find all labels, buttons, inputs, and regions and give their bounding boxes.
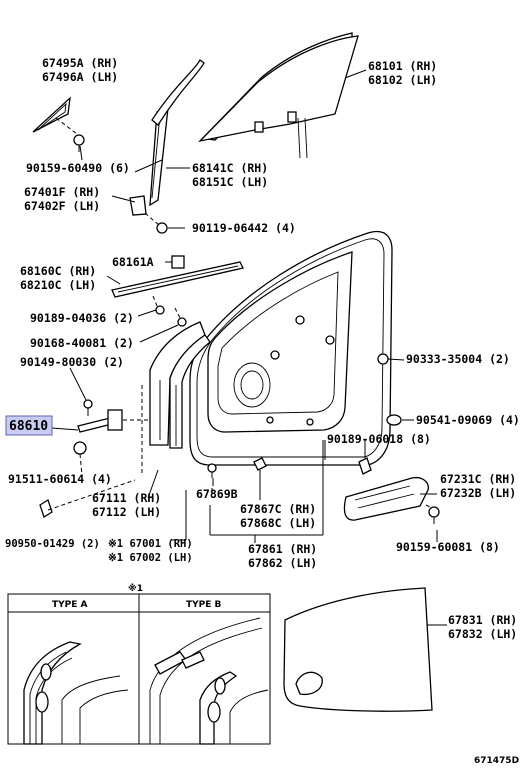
label-90119: 90119-06442 (4) — [192, 221, 296, 235]
type-a-heading: TYPE A — [52, 600, 88, 610]
leader-lines — [51, 69, 447, 626]
diagram-id: 671475D — [474, 756, 519, 766]
label-67402f: 67402F (LH) — [24, 199, 100, 213]
label-68141c: 68141C (RH) — [192, 161, 268, 175]
door-bolts — [207, 457, 267, 500]
label-67401f: 67401F (RH) — [24, 185, 100, 199]
armrest-bracket — [343, 476, 440, 524]
label-67231c: 67231C (RH) — [440, 472, 516, 486]
door-panel-inner — [207, 251, 353, 433]
label-68101: 68101 (RH) — [368, 59, 437, 73]
label-91511: 91511-60614 (4) — [8, 472, 112, 486]
clip-90950 — [39, 385, 143, 518]
label-68102: 68102 (LH) — [368, 73, 437, 87]
inset-note: ※1 — [128, 583, 143, 594]
label-67111: 67111 (RH) — [92, 491, 161, 505]
label-67831: 67831 (RH) — [448, 613, 517, 627]
label-67869b: 67869B — [196, 487, 238, 501]
label-67868c: 67868C (LH) — [240, 516, 316, 530]
label-67862: 67862 (LH) — [248, 556, 317, 570]
label-67867c: 67867C (RH) — [240, 502, 316, 516]
label-67861: 67861 (RH) — [248, 542, 317, 556]
door-check — [73, 399, 150, 477]
label-67112: 67112 (LH) — [92, 505, 161, 519]
label-90168: 90168-40081 (2) — [30, 336, 134, 350]
door-shell-front — [149, 321, 211, 449]
trim-clips — [358, 353, 402, 475]
label-90333: 90333-35004 (2) — [406, 352, 510, 366]
type-b-heading: TYPE B — [186, 600, 222, 610]
label-90189-04036: 90189-04036 (2) — [30, 311, 134, 325]
label-67495a: 67495A (RH) — [42, 56, 118, 70]
division-bar — [129, 195, 161, 227]
callout-labels: 67495A (RH) 67496A (LH) 90159-60490 (6) … — [5, 56, 520, 766]
label-90159-60081: 90159-60081 (8) — [396, 540, 500, 554]
label-90189-06018: 90189-06018 (8) — [327, 432, 431, 446]
type-inset — [7, 593, 271, 745]
label-90149: 90149-80030 (2) — [20, 355, 124, 369]
door-trim-panel — [283, 587, 433, 712]
label-90159-60490: 90159-60490 (6) — [26, 161, 130, 175]
label-67496a: 67496A (LH) — [42, 70, 118, 84]
mirror-cover — [32, 96, 85, 152]
label-67002: ※1 67002 (LH) — [108, 552, 193, 564]
label-90541: 90541-09069 (4) — [416, 413, 520, 427]
label-68161a: 68161A — [112, 255, 154, 269]
label-67001: ※1 67001 (RH) — [108, 538, 193, 550]
highlight-68610 — [5, 415, 53, 436]
label-68210c: 68210C (LH) — [20, 278, 96, 292]
belt-weatherstrip — [111, 255, 244, 327]
window-glass — [198, 32, 359, 159]
glass-run-channel — [149, 59, 205, 207]
clip-90119 — [156, 222, 185, 234]
label-68610: 68610 — [9, 419, 48, 434]
label-90950: 90950-01429 (2) — [5, 538, 100, 550]
label-68151c: 68151C (LH) — [192, 175, 268, 189]
label-67832: 67832 (LH) — [448, 627, 517, 641]
label-68160c: 68160C (RH) — [20, 264, 96, 278]
label-67232b: 67232B (LH) — [440, 486, 516, 500]
